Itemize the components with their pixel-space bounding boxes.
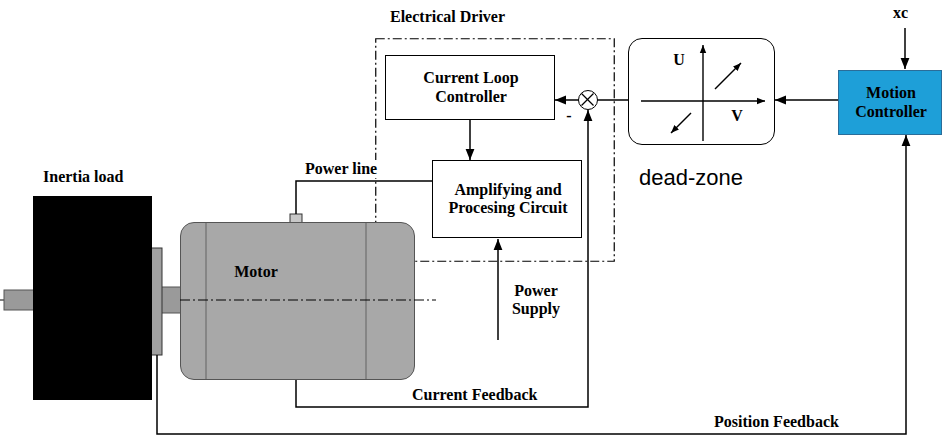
shape-detail — [181, 223, 414, 379]
signal-line — [296, 181, 432, 214]
end-cap-line — [365, 223, 366, 379]
center-line — [180, 300, 436, 301]
node-heading: U — [671, 51, 687, 69]
signal-line — [775, 99, 838, 101]
power-supply-arrow — [497, 239, 499, 340]
dead-zone-box: UVdead-zone — [628, 38, 775, 145]
edge-label: Current Feedback — [410, 386, 539, 404]
node-heading: - — [564, 107, 574, 125]
cross-line — [582, 94, 594, 106]
characteristic-line — [715, 63, 741, 89]
shaft — [4, 290, 34, 310]
shape-detail — [579, 91, 597, 109]
box-text: Motion Controller — [844, 84, 938, 121]
signal-line — [555, 99, 578, 101]
motor-body: Motor — [180, 222, 415, 380]
supply-label: Power Supply — [504, 282, 568, 319]
box-text: Current Loop Controller — [391, 69, 551, 106]
command-arrow — [904, 28, 906, 69]
node-heading: Electrical Driver — [390, 8, 610, 26]
box-text: Amplifying and Procesing Circuit — [438, 181, 578, 218]
node-heading: dead-zone — [639, 165, 799, 191]
end-cap-line — [205, 223, 206, 379]
axis — [702, 45, 703, 141]
node-heading: Motor — [211, 263, 301, 281]
characteristic-line — [671, 113, 691, 133]
signal-name: xc — [893, 4, 923, 22]
edge-label: Power line — [303, 160, 379, 178]
axis — [641, 100, 765, 101]
signal-line — [469, 120, 471, 160]
encoder-disk — [151, 248, 162, 355]
controller-box: Motion Controller — [838, 70, 942, 135]
edge-label: Position Feedback — [712, 413, 841, 431]
process-box: Current Loop Controller — [385, 55, 555, 120]
process-box: Amplifying and Procesing Circuit — [432, 160, 582, 238]
node-heading: Inertia load — [43, 168, 183, 186]
signal-line — [157, 135, 906, 434]
summing-junction: - — [578, 90, 598, 110]
cross-line — [582, 94, 594, 106]
inertia-load: Inertia load — [33, 196, 152, 400]
node-heading: V — [729, 107, 745, 125]
shape-detail — [629, 39, 774, 144]
